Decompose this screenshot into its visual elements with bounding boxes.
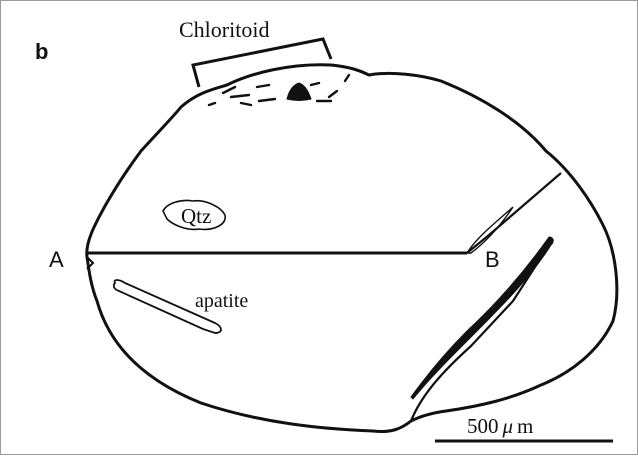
inclusion-trail xyxy=(411,237,553,399)
point-b-label: B xyxy=(485,247,500,272)
chloritoid-grain xyxy=(287,83,311,101)
fracture-line xyxy=(411,173,561,421)
apatite-label: apatite xyxy=(195,290,248,312)
qtz-label: Qtz xyxy=(181,204,211,228)
chloritoid-bracket xyxy=(193,39,331,87)
grain-outline xyxy=(87,65,617,432)
chloritoid-label: Chloritoid xyxy=(179,17,269,42)
chloritoid-cluster xyxy=(209,75,349,105)
point-a-label: A xyxy=(49,247,64,272)
scale-bar-unit-suffix: m xyxy=(517,414,533,438)
panel-label: b xyxy=(35,39,48,64)
scale-bar-value: 500 xyxy=(467,414,499,438)
scale-bar-unit-symbol: μ xyxy=(502,414,514,438)
